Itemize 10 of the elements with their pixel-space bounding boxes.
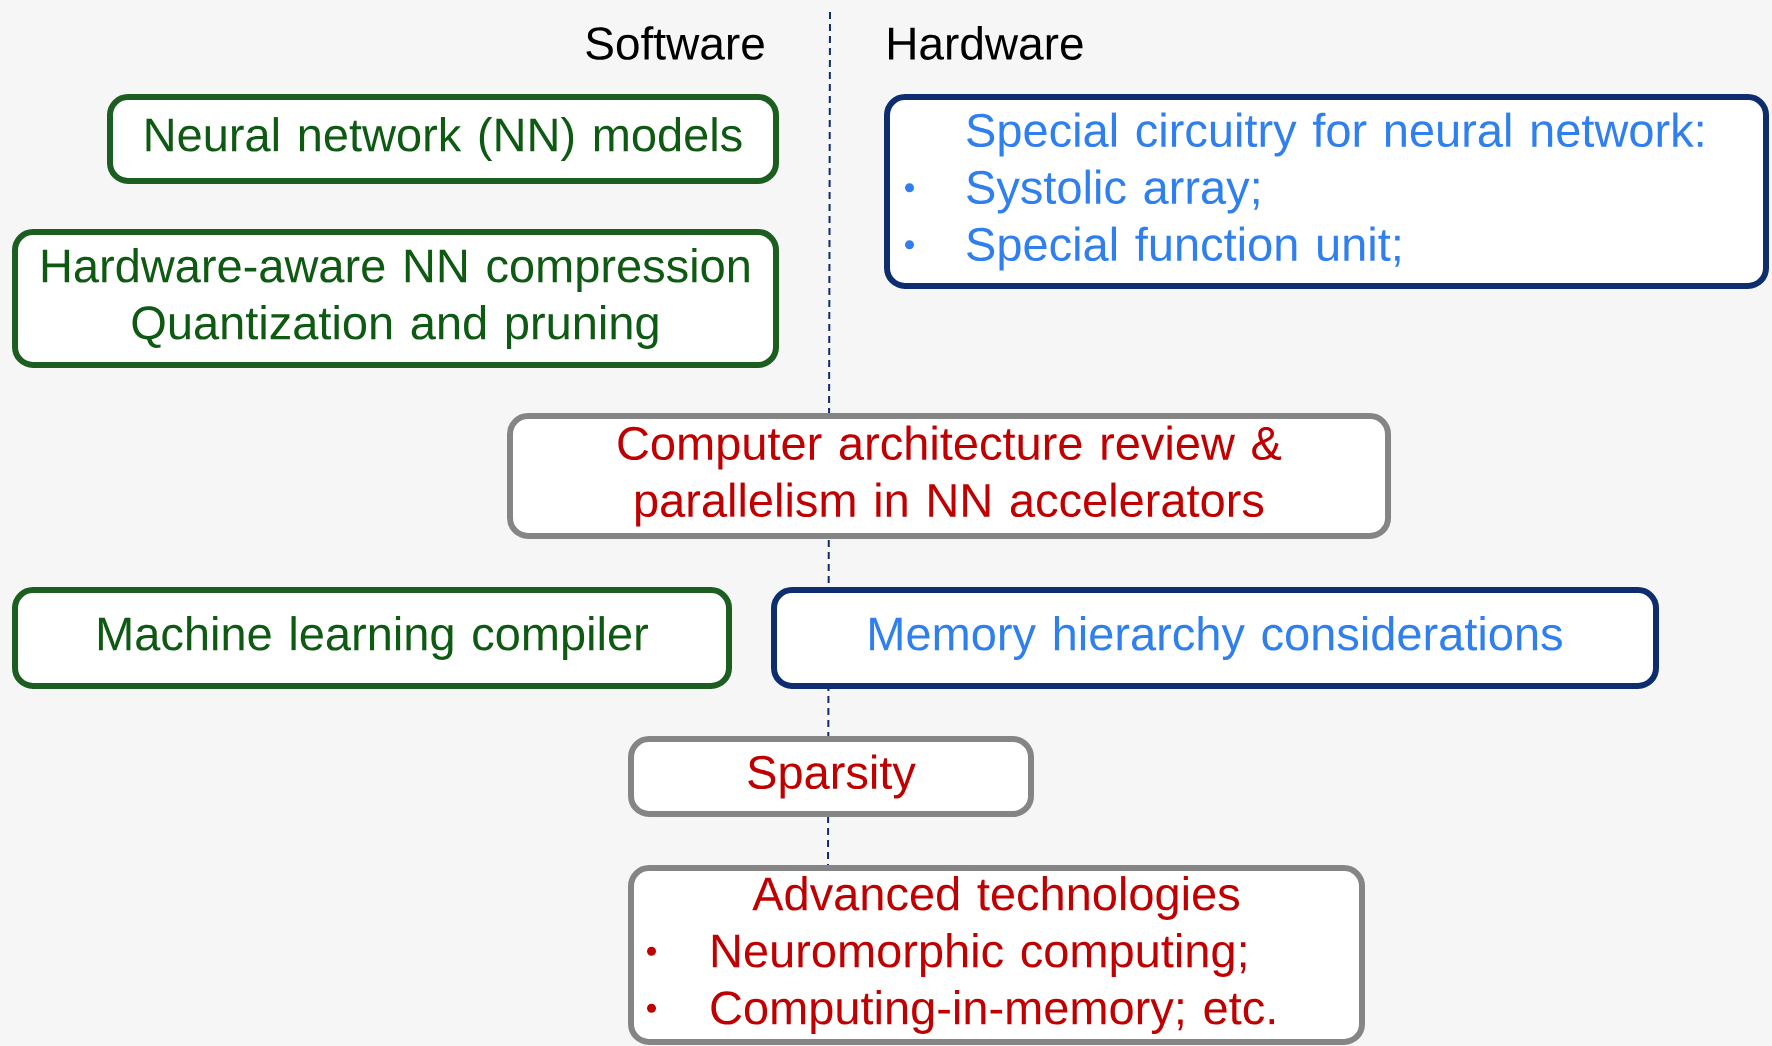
topic-box: Computer architecture review & parallelism in NN accelerators bbox=[507, 413, 1391, 539]
software-box: Hardware-aware NN compression Quantization and pruning bbox=[12, 229, 779, 368]
topic-box: Advanced technologies Neuromorphic computing; Computing-in-memory; etc. bbox=[628, 865, 1365, 1045]
hardware-box: Memory hierarchy considerations bbox=[771, 587, 1659, 689]
software-box: Machine learning compiler bbox=[12, 587, 732, 689]
hardware-box: Special circuitry for neural network: Systolic array; Special function unit; bbox=[884, 94, 1769, 289]
column-heading: Hardware bbox=[889, 26, 1083, 60]
topic-box: Sparsity bbox=[628, 736, 1034, 817]
software-box: Neural network (NN) models bbox=[107, 94, 779, 184]
column-heading: Software bbox=[586, 26, 764, 60]
